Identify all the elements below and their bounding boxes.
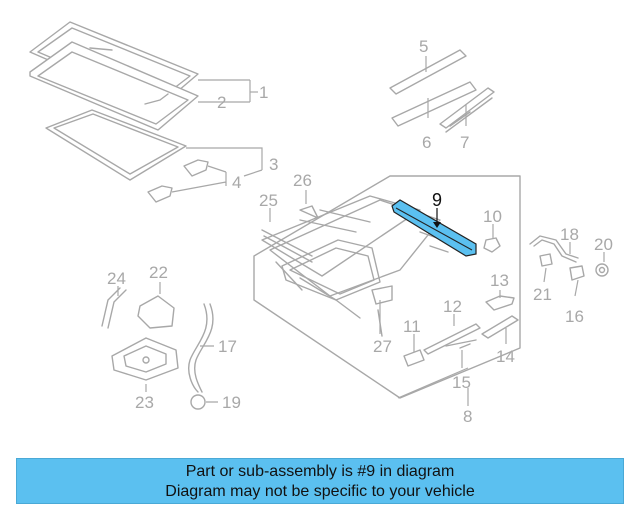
parts-diagram: 1 2 3 4 5 6 7 8 9 10 11 12 13 14 15 16 1…	[29, 21, 613, 426]
callout-1: 1	[259, 83, 268, 102]
callout-2: 2	[217, 93, 226, 112]
callout-15: 15	[452, 373, 471, 392]
callout-23: 23	[135, 393, 154, 412]
small-parts-far-right	[529, 235, 609, 277]
callout-17: 17	[218, 337, 237, 356]
drain-hose	[188, 303, 214, 410]
sunroof-glass-panel	[29, 21, 199, 131]
callout-8: 8	[463, 407, 472, 426]
callout-7: 7	[460, 133, 469, 152]
banner-line-1: Part or sub-assembly is #9 in diagram	[185, 463, 455, 480]
callout-25: 25	[259, 191, 278, 210]
guide-rails	[389, 49, 495, 133]
bracket-parts	[147, 159, 209, 203]
callout-6: 6	[422, 133, 431, 152]
callout-14: 14	[496, 347, 515, 366]
callout-24: 24	[107, 269, 126, 288]
callout-5: 5	[419, 37, 428, 56]
callout-9: 9	[432, 190, 442, 210]
callout-11: 11	[403, 317, 421, 336]
callout-10: 10	[483, 207, 502, 226]
callout-22: 22	[149, 263, 168, 282]
part-9-header-rail	[391, 199, 477, 257]
small-parts-right	[403, 237, 585, 367]
callout-16: 16	[565, 307, 584, 326]
callout-21: 21	[533, 285, 552, 304]
callout-4: 4	[232, 173, 241, 192]
callout-18: 18	[560, 225, 579, 244]
banner-line-2: Diagram may not be specific to your vehi…	[165, 483, 475, 500]
callout-12: 12	[443, 297, 462, 316]
info-banner: Part or sub-assembly is #9 in diagram Di…	[16, 458, 624, 504]
parts-22-23-24	[101, 287, 179, 381]
roof-frame-assembly	[253, 175, 521, 399]
callout-3: 3	[269, 155, 278, 174]
parts-25-26-27	[261, 205, 319, 263]
callout-13: 13	[490, 271, 509, 290]
callout-27: 27	[373, 337, 392, 356]
callout-20: 20	[594, 235, 613, 254]
sunroof-seal	[45, 109, 187, 181]
callout-19: 19	[222, 393, 241, 412]
callout-26: 26	[293, 171, 312, 190]
